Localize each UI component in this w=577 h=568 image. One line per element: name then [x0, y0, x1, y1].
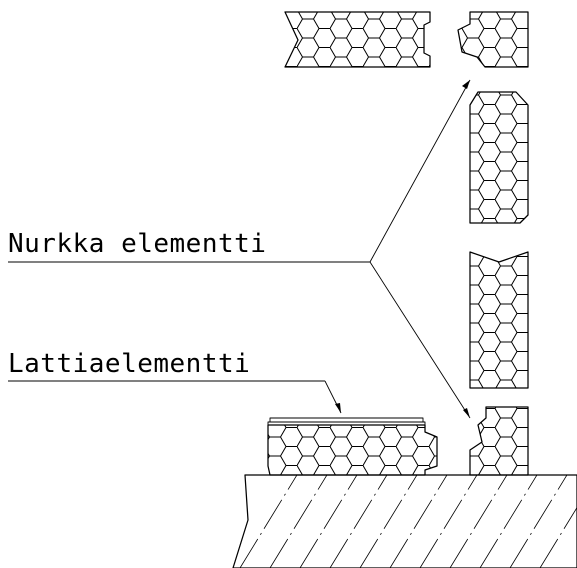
floor-element — [267, 417, 438, 476]
wall-panel-vertical-2 — [469, 251, 529, 389]
floor-label-leader — [8, 380, 342, 414]
floor-element-label: Lattiaelementti — [8, 349, 251, 379]
corner-element-bottom — [469, 406, 529, 476]
wall-panel-vertical-1 — [469, 91, 529, 224]
corner-element-label: Nurkka elementti — [8, 229, 267, 259]
corner-element-top — [457, 11, 529, 68]
wall-panel-top-left — [284, 11, 431, 68]
ground-foundation — [232, 474, 577, 568]
corner-label-leader — [8, 79, 471, 419]
